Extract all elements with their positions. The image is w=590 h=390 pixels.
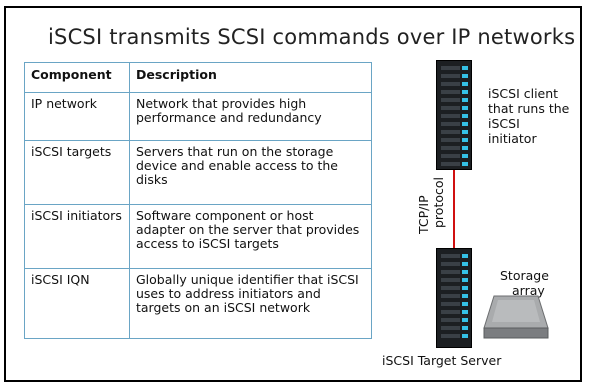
drive-bay <box>441 114 460 118</box>
storage-label: Storage array <box>500 268 549 298</box>
client-label-line: iSCSI <box>488 116 520 131</box>
status-led <box>462 90 468 94</box>
status-led <box>462 130 468 134</box>
drive-bay <box>441 74 460 78</box>
drive-bay <box>441 66 460 70</box>
table-row: iSCSI IQN Globally unique identifier tha… <box>24 268 372 339</box>
status-led <box>462 278 468 282</box>
status-led <box>462 262 468 266</box>
status-led <box>462 154 468 158</box>
table-header-row: Component Description <box>24 62 372 93</box>
protocol-label: TCP/IP protocol <box>416 166 446 236</box>
drive-bay <box>441 130 460 134</box>
protocol-label-line: protocol <box>431 177 446 228</box>
status-led <box>462 162 468 166</box>
target-server-icon <box>436 248 472 348</box>
component-cell: iSCSI IQN <box>24 268 130 339</box>
drive-bay <box>441 286 460 290</box>
status-led <box>462 286 468 290</box>
drive-bay <box>441 82 460 86</box>
component-cell: iSCSI initiators <box>24 204 130 269</box>
target-label: iSCSI Target Server <box>382 353 502 368</box>
slide-title: iSCSI transmits SCSI commands over IP ne… <box>48 25 576 49</box>
client-label-line: iSCSI client <box>488 86 559 101</box>
drive-bay <box>441 302 460 306</box>
drive-bay <box>441 90 460 94</box>
status-led <box>462 138 468 142</box>
client-label-line: initiator <box>488 131 537 146</box>
drive-bay <box>441 122 460 126</box>
component-cell: IP network <box>24 92 130 141</box>
component-table: Component Description IP network Network… <box>24 62 372 339</box>
drive-bay <box>441 98 460 102</box>
storage-label-line: array <box>512 283 545 298</box>
column-header: Component <box>24 62 130 93</box>
client-label: iSCSI client that runs the iSCSI initiat… <box>488 86 569 146</box>
description-cell: Servers that run on the storage device a… <box>129 140 372 205</box>
storage-label-line: Storage <box>500 268 549 283</box>
drive-bay <box>441 318 460 322</box>
status-led <box>462 318 468 322</box>
status-led <box>462 302 468 306</box>
table-row: iSCSI initiators Software component or h… <box>24 204 372 269</box>
table-row: IP network Network that provides high pe… <box>24 92 372 141</box>
drive-bay <box>441 162 460 166</box>
storage-array-icon <box>483 295 549 339</box>
description-cell: Network that provides high performance a… <box>129 92 372 141</box>
status-led <box>462 114 468 118</box>
drive-bay <box>441 106 460 110</box>
status-led <box>462 74 468 78</box>
status-led <box>462 294 468 298</box>
status-led <box>462 270 468 274</box>
drive-bay <box>441 294 460 298</box>
status-led <box>462 82 468 86</box>
status-led <box>462 98 468 102</box>
status-led <box>462 326 468 330</box>
drive-bay <box>441 278 460 282</box>
description-cell: Software component or host adapter on th… <box>129 204 372 269</box>
drive-bay <box>441 270 460 274</box>
client-label-line: that runs the <box>488 101 570 116</box>
table-row: iSCSI targets Servers that run on the st… <box>24 140 372 205</box>
column-header: Description <box>129 62 372 93</box>
drive-bay <box>441 334 460 338</box>
status-led <box>462 66 468 70</box>
status-led <box>462 146 468 150</box>
drive-bay <box>441 138 460 142</box>
status-led <box>462 310 468 314</box>
tcp-ip-link <box>453 170 455 250</box>
description-cell: Globally unique identifier that iSCSI us… <box>129 268 372 339</box>
protocol-label-line: TCP/IP <box>416 195 431 234</box>
drive-bay <box>441 262 460 266</box>
status-led <box>462 334 468 338</box>
drive-bay <box>441 310 460 314</box>
drive-bay <box>441 254 460 258</box>
drive-bay <box>441 326 460 330</box>
status-led <box>462 106 468 110</box>
drive-bay <box>441 154 460 158</box>
drive-bay <box>441 146 460 150</box>
status-led <box>462 254 468 258</box>
component-cell: iSCSI targets <box>24 140 130 205</box>
client-server-icon <box>436 60 472 170</box>
status-led <box>462 122 468 126</box>
